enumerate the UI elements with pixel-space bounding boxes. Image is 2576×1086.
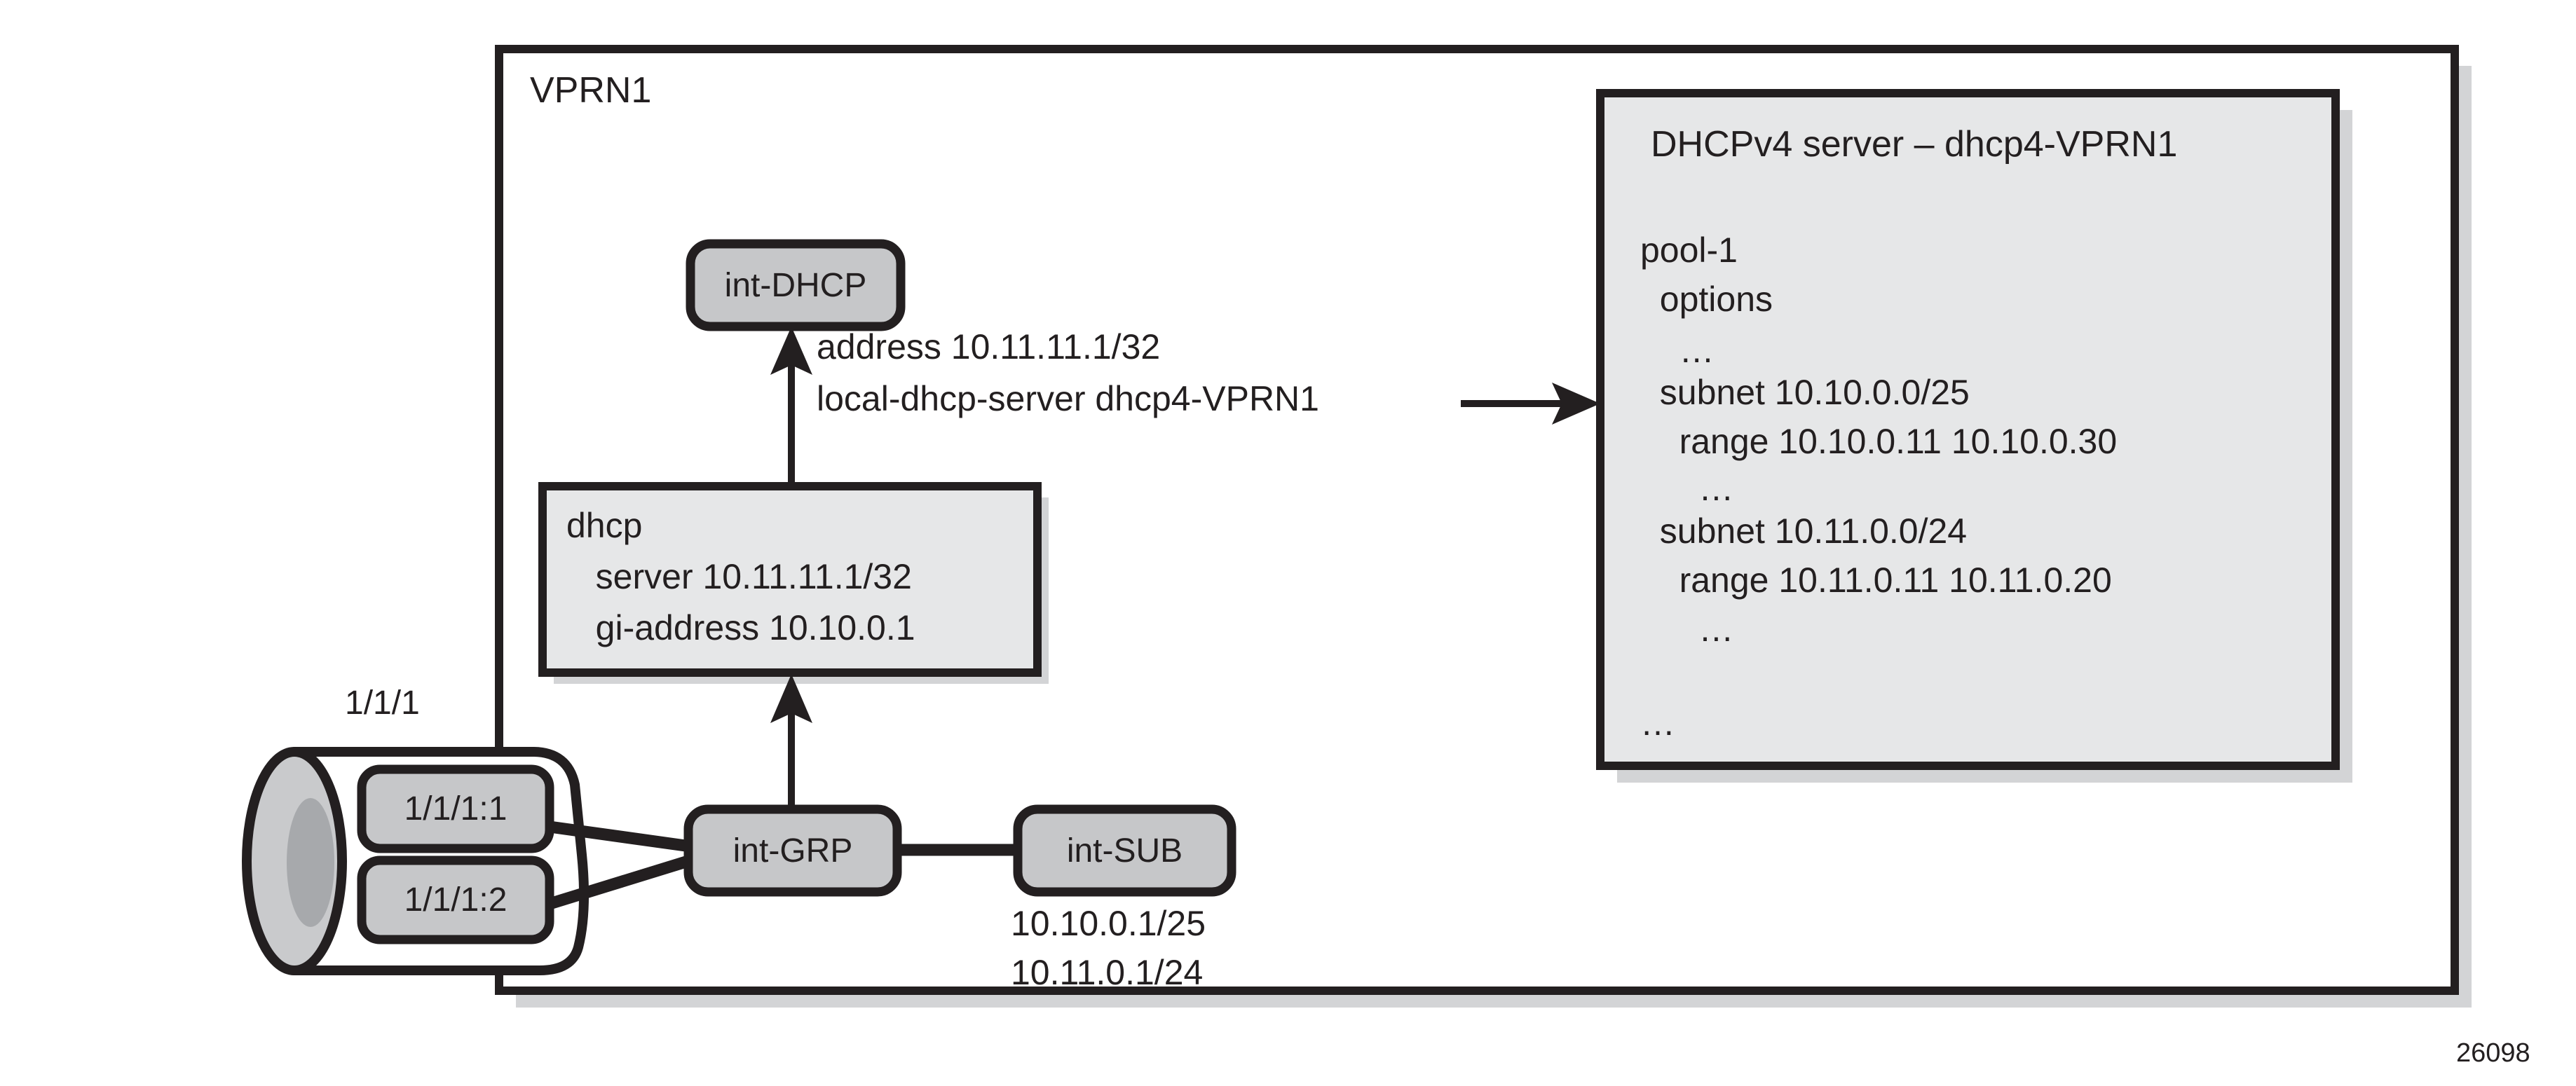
dhcp-server-line-10: …	[1640, 610, 1734, 649]
arrow-relay-to-intdhcp-head	[770, 327, 812, 375]
sap-box-2[interactable]	[357, 855, 554, 944]
dhcp-server-line-7: …	[1640, 469, 1734, 508]
dhcp-server-panel-title: DHCPv4 server – dhcp4-VPRN1	[1651, 124, 2178, 165]
connector-sap2-to-intgrp	[547, 854, 693, 910]
port-cylinder-face-inner	[287, 798, 334, 927]
dhcp-interface-address-line: address 10.11.11.1/32	[817, 327, 1161, 366]
interface-box-int-sub[interactable]	[1013, 804, 1236, 897]
dhcp-server-line-8: subnet 10.11.0.0/24	[1640, 511, 1968, 551]
dhcp-server-line-12: …	[1640, 703, 1675, 743]
dhcp-server-line-5: subnet 10.10.0.0/25	[1640, 373, 1970, 412]
dhcp-relay-line-2: server 10.11.11.1/32	[566, 557, 912, 596]
dhcp-server-panel	[1596, 89, 2340, 770]
dhcp-relay-line-1: dhcp	[566, 506, 643, 545]
arrow-intgrp-to-relay-head	[770, 674, 812, 723]
dhcp-server-line-4: …	[1640, 331, 1715, 370]
dhcp-server-line-1: pool-1	[1640, 231, 1738, 270]
vprn-label: VPRN1	[530, 70, 652, 111]
interface-box-int-dhcp[interactable]	[686, 239, 906, 331]
arrow-to-dhcp-server-head	[1552, 383, 1600, 425]
figure-id-label: 26098	[2456, 1038, 2530, 1068]
dhcp-server-line-9: range 10.11.0.11 10.11.0.20	[1640, 561, 2112, 600]
dhcp-server-line-6: range 10.10.0.11 10.10.0.30	[1640, 422, 2118, 461]
connector-sap1-to-intgrp	[548, 820, 692, 853]
dhcp-relay-line-3: gi-address 10.10.0.1	[566, 608, 915, 647]
sap-box-1[interactable]	[357, 764, 554, 853]
dhcp-interface-server-line: local-dhcp-server dhcp4-VPRN1	[817, 379, 1319, 418]
interface-box-int-grp[interactable]	[683, 804, 902, 897]
port-label: 1/1/1	[345, 685, 420, 722]
int-sub-address-2: 10.11.0.1/24	[1011, 953, 1204, 992]
int-sub-address-1: 10.10.0.1/25	[1011, 904, 1206, 943]
dhcp-server-line-2: options	[1640, 280, 1773, 319]
